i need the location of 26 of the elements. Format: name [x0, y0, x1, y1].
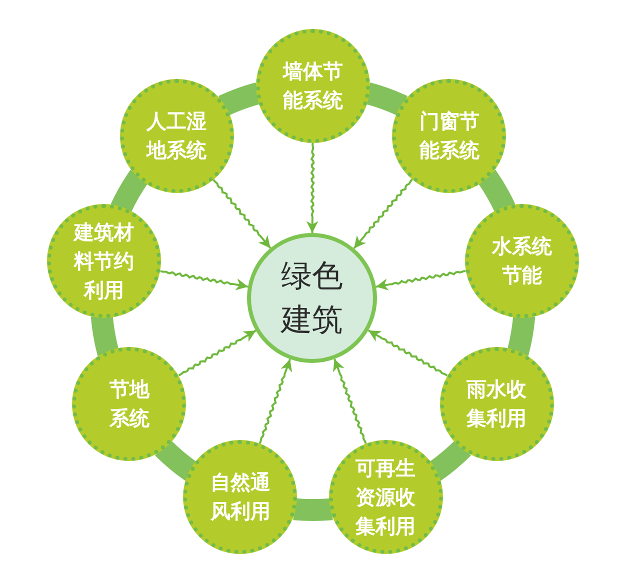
node-label: 可再生资源收集利用 [354, 454, 416, 540]
arrow [160, 270, 248, 290]
node-label: 建筑材料节约利用 [72, 218, 136, 304]
node-label: 人工湿地系统 [144, 108, 208, 164]
arrow [212, 178, 272, 249]
arrow [368, 330, 448, 376]
ring-band [155, 440, 198, 481]
node-label: 水系统节能 [490, 233, 553, 290]
node-label: 墙体节能系统 [281, 58, 344, 114]
arrow [178, 330, 256, 376]
node-label: 雨水收集利用 [465, 376, 528, 432]
arrow [258, 358, 292, 444]
ring-band [110, 170, 149, 214]
node-label: 自然通风利用 [209, 469, 272, 526]
node-label: 节地系统 [108, 376, 151, 432]
ring-band [293, 498, 333, 522]
arrow [353, 178, 414, 250]
ring-band [90, 314, 119, 356]
arrow [306, 142, 318, 233]
node-label: 绿色建筑 [280, 257, 344, 340]
node-label: 门窗节能系统 [418, 108, 480, 164]
ring-band [477, 170, 516, 214]
arrow [333, 358, 367, 444]
ring-band [428, 440, 471, 481]
ring-band [507, 314, 536, 356]
arrow [376, 270, 466, 290]
